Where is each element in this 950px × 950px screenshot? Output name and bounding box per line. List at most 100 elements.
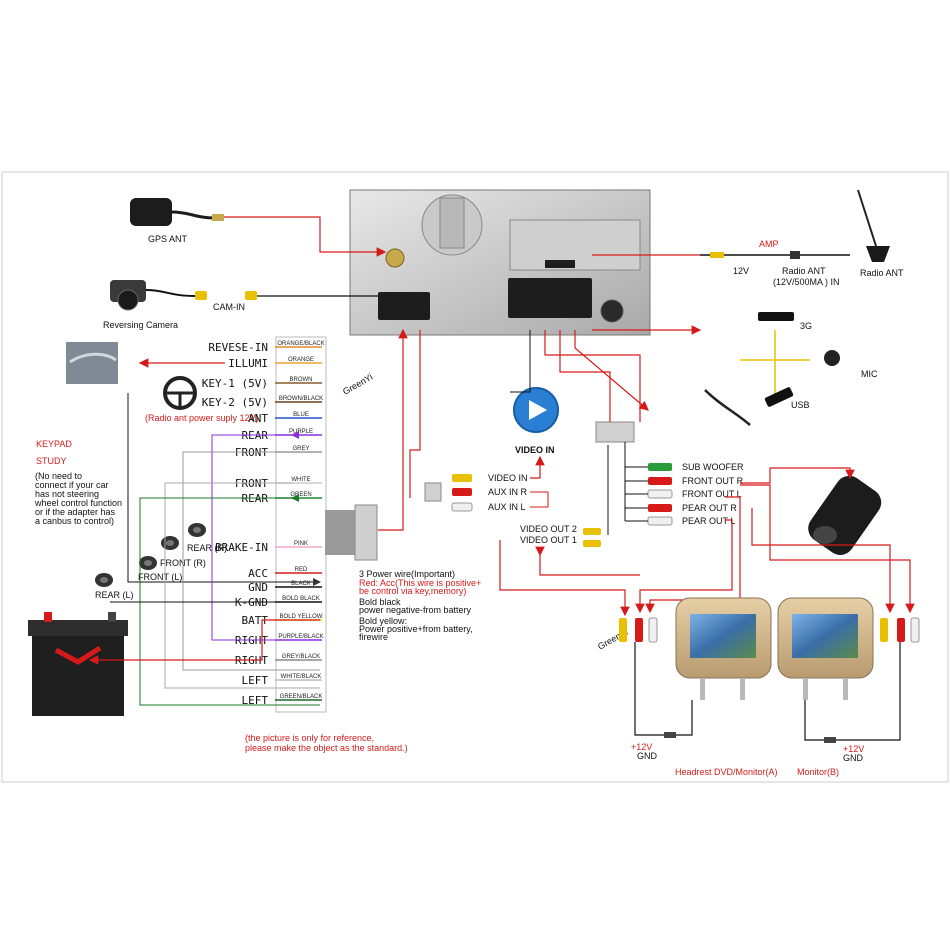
harness-wire-label: ORANGE/BLACK bbox=[277, 341, 324, 347]
rca-plug-yellow bbox=[583, 528, 601, 535]
harness-wire-label: BLUE bbox=[293, 412, 309, 418]
harness-wire-label: PURPLE bbox=[289, 429, 313, 435]
radio-antenna bbox=[857, 189, 890, 262]
harness-wire-label: BOLD BLACK bbox=[282, 596, 320, 602]
purple-speaker-bus bbox=[211, 431, 320, 641]
monitor-b-label: Monitor(B) bbox=[797, 767, 839, 777]
keypad-note-line: or if the adapter has bbox=[35, 507, 116, 517]
12v-label: 12V bbox=[733, 266, 749, 276]
power-note-yellow: firewire bbox=[359, 632, 388, 642]
keypad-title: STUDY bbox=[36, 456, 67, 466]
harness-wire-label: PINK bbox=[294, 541, 308, 547]
av-input-label: AUX IN L bbox=[488, 502, 526, 512]
video-out-wire bbox=[535, 546, 640, 576]
usb-cable bbox=[704, 389, 751, 426]
harness-plug bbox=[325, 504, 378, 561]
av-feed-line bbox=[409, 330, 421, 498]
usb-feed bbox=[574, 330, 649, 411]
subwoofer bbox=[808, 475, 882, 555]
harness-wire-label: GREY bbox=[292, 446, 309, 452]
monitor-b-rca bbox=[880, 617, 920, 643]
audio-out-feed bbox=[544, 330, 641, 422]
harness-wire-label: WHITE/BLACK bbox=[281, 674, 322, 680]
speaker-icon bbox=[161, 536, 179, 550]
harness-pin-label: LEFT bbox=[242, 694, 269, 707]
rca-plug-green bbox=[648, 463, 672, 471]
radio-ant-in-sub-label: (12V/500MA ) IN bbox=[773, 277, 840, 287]
monitor-a-rca bbox=[619, 617, 658, 643]
audio-out-label: FRONT OUT R bbox=[682, 476, 744, 486]
harness-wire-label: BROWN bbox=[290, 377, 313, 383]
usb-label: USB bbox=[791, 400, 810, 410]
subwoofer-wire bbox=[770, 467, 855, 480]
gps-ant-label: GPS ANT bbox=[148, 234, 188, 244]
radio-ant-in-label: Radio ANT bbox=[782, 266, 826, 276]
speaker-icon bbox=[95, 573, 113, 587]
play-icon bbox=[529, 400, 547, 420]
mic-label: MIC bbox=[861, 369, 878, 379]
harness-wire-label: GREEN bbox=[290, 492, 311, 498]
batt-wire bbox=[88, 619, 320, 665]
monitor-b-audio-wire bbox=[740, 484, 915, 614]
monitor-b-audio-wire bbox=[751, 508, 895, 614]
speaker-label: FRONT (L) bbox=[138, 572, 182, 582]
video-out-label: VIDEO OUT 1 bbox=[520, 535, 577, 545]
av-in-junction bbox=[424, 482, 442, 502]
diagram-frame bbox=[1, 171, 949, 783]
power-note-red: Red: Acc(This wire is positive+ bbox=[359, 578, 481, 588]
harness-row: ANT BLUE bbox=[248, 412, 322, 425]
keypad-note-line: connect if your car bbox=[35, 480, 109, 490]
rca-plug-red bbox=[452, 488, 472, 496]
keypad-note-line: a canbus to control) bbox=[35, 516, 114, 526]
audio-out-label: SUB WOOFER bbox=[682, 462, 744, 472]
speaker-icon bbox=[188, 523, 206, 537]
headrest-monitor-a bbox=[675, 597, 772, 700]
power-note-title: 3 Power wire(Important) bbox=[359, 569, 455, 579]
av-input-label: AUX IN R bbox=[488, 487, 528, 497]
power-note-black: Bold black bbox=[359, 597, 401, 607]
disclaimer-line: (the picture is only for reference, bbox=[245, 733, 374, 743]
av-input-label: VIDEO IN bbox=[488, 473, 528, 483]
rca-plug-white bbox=[451, 502, 473, 512]
harness-pin-label: ANT bbox=[248, 412, 268, 425]
reversing-camera-label: Reversing Camera bbox=[103, 320, 178, 330]
white-speaker-bus bbox=[164, 482, 320, 689]
rca-plug-yellow bbox=[583, 540, 601, 547]
headrest-monitor-b bbox=[777, 597, 874, 700]
amp-label: AMP bbox=[759, 239, 779, 249]
rca-plug-white bbox=[647, 489, 673, 499]
usb-stick bbox=[764, 387, 794, 407]
harness-row: KEY-2 (5V)BROWN/BLACK bbox=[202, 396, 323, 409]
video-in-title: VIDEO IN bbox=[515, 445, 555, 455]
car-battery bbox=[28, 612, 128, 716]
speaker-label: REAR (L) bbox=[95, 590, 134, 600]
audio-out-feed bbox=[559, 330, 611, 422]
steering-wheel-icon bbox=[163, 376, 197, 410]
harness-pin-label: ILLUMI bbox=[228, 357, 268, 370]
harness-wire-label: WHITE bbox=[291, 477, 310, 483]
rca-plug-white bbox=[647, 516, 673, 526]
harness-row: KEY-1 (5V) BROWN bbox=[202, 377, 322, 390]
audio-out-label: PEAR OUT L bbox=[682, 516, 735, 526]
reversing-camera bbox=[110, 280, 257, 311]
speaker-icon bbox=[139, 556, 157, 570]
harness-pin-label: KEY-1 (5V) bbox=[202, 377, 268, 390]
harness-wire-label: PURPLE/BLACK bbox=[278, 634, 323, 640]
head-unit-chassis bbox=[349, 189, 651, 336]
3g-dongle bbox=[758, 312, 794, 321]
cam-in-label: CAM-IN bbox=[213, 302, 245, 312]
video-in-arrow bbox=[530, 455, 545, 479]
main-harness-socket bbox=[378, 292, 430, 320]
av-connector-socket bbox=[508, 278, 592, 318]
harness-wire-label: RED bbox=[295, 567, 308, 573]
monitor-a-label: Headrest DVD/Monitor(A) bbox=[675, 767, 778, 777]
audio-out-label: FRONT OUT L bbox=[682, 489, 742, 499]
keypad-title: KEYPAD bbox=[36, 439, 72, 449]
monitor-b-gnd: GND bbox=[843, 753, 864, 763]
harness-wire-label: BROWN/BLACK bbox=[279, 396, 323, 402]
video-out-wire bbox=[499, 540, 630, 617]
